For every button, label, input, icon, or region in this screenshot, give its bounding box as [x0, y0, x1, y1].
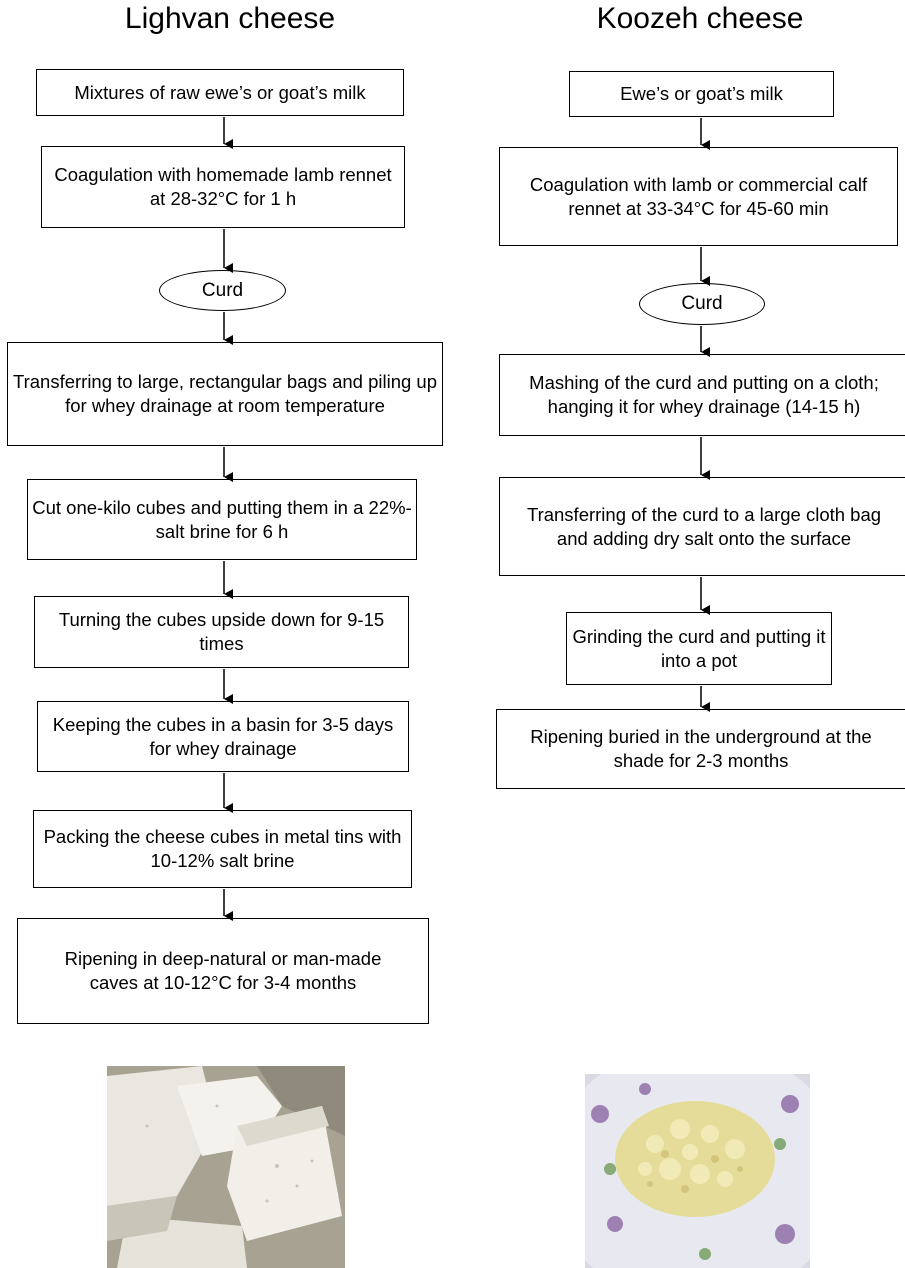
lighvan-step-basin: Keeping the cubes in a basin for 3-5 day…	[37, 701, 409, 772]
koozeh-step-cloth-bag: Transferring of the curd to a large clot…	[499, 477, 905, 576]
koozeh-step-milk: Ewe’s or goat’s milk	[569, 71, 834, 117]
koozeh-step-coagulation: Coagulation with lamb or commercial calf…	[499, 147, 898, 246]
koozeh-step-mashing: Mashing of the curd and putting on a clo…	[499, 354, 905, 436]
koozeh-step-grinding: Grinding the curd and putting it into a …	[566, 612, 832, 685]
lighvan-step-coagulation: Coagulation with homemade lamb rennet at…	[41, 146, 405, 228]
lighvan-title: Lighvan cheese	[124, 2, 336, 35]
lighvan-step-packing: Packing the cheese cubes in metal tins w…	[33, 810, 412, 888]
lighvan-step-turning: Turning the cubes upside down for 9-15 t…	[34, 596, 409, 668]
lighvan-cheese-photo	[107, 1066, 345, 1268]
koozeh-cheese-photo	[585, 1074, 810, 1268]
koozeh-curd: Curd	[639, 283, 765, 325]
koozeh-step-ripening: Ripening buried in the underground at th…	[496, 709, 905, 789]
lighvan-step-ripening: Ripening in deep-natural or man-made cav…	[17, 918, 429, 1024]
lighvan-step-milk: Mixtures of raw ewe’s or goat’s milk	[36, 69, 404, 116]
koozeh-title: Koozeh cheese	[596, 2, 804, 35]
lighvan-step-cubes-brine: Cut one-kilo cubes and putting them in a…	[27, 479, 417, 560]
lighvan-curd: Curd	[159, 270, 286, 311]
